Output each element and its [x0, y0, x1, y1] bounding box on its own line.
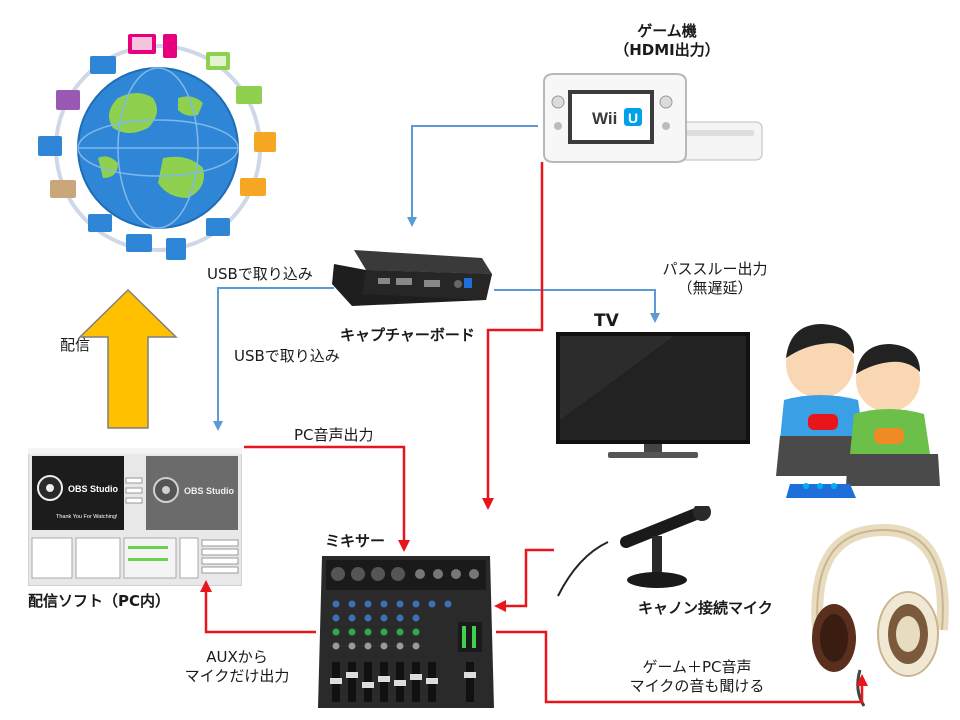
- monitor-label: ゲーム＋PC音声 マイクの音も聞ける: [612, 658, 782, 696]
- game-console-icon: Wii U: [543, 73, 763, 163]
- wire-pc-to-mixer: [244, 445, 410, 552]
- obs-preview-name: OBS Studio: [68, 484, 118, 494]
- streaming-software-label: 配信ソフト（PC内）: [28, 592, 171, 610]
- tv-icon: [556, 332, 750, 458]
- audio-mixer-icon: [318, 556, 494, 708]
- wire-mixer-to-headphones: [496, 630, 868, 704]
- tv-label: TV: [594, 311, 619, 331]
- wire-console-to-mixer: [482, 162, 544, 510]
- obs-program-name: OBS Studio: [184, 486, 234, 496]
- wire-mixer-aux-to-pc: [200, 580, 316, 634]
- passthrough-label: パススルー出力 （無遅延）: [650, 260, 780, 298]
- console-brand-text: Wii: [592, 109, 617, 128]
- pc-audio-out-label: PC音声出力: [294, 426, 374, 444]
- broadcast-up-arrow: [78, 288, 178, 429]
- capture-board-label: キャプチャーボード: [340, 326, 475, 344]
- internet-globe-icon: [38, 34, 276, 260]
- wire-capture-to-tv: [494, 289, 660, 323]
- console-brand-u-text: U: [628, 110, 638, 126]
- wire-console-to-capture: [407, 125, 538, 227]
- game-console-label-line1: ゲーム機: [637, 22, 697, 40]
- aux-out-label-line1: AUXから: [206, 648, 268, 666]
- monitor-label-line2: マイクの音も聞ける: [629, 677, 765, 695]
- capture-board-icon: [332, 250, 492, 306]
- usb-capture-label-top: USBで取り込み: [207, 265, 313, 283]
- monitor-label-line1: ゲーム＋PC音声: [642, 658, 752, 676]
- microphone-icon: [557, 506, 711, 597]
- kids-playing-icon: [776, 324, 940, 498]
- broadcast-label: 配信: [60, 336, 91, 354]
- wire-capture-to-pc: [213, 287, 334, 431]
- headphones-icon: [811, 523, 949, 707]
- wire-mic-to-mixer: [494, 548, 554, 612]
- xlr-mic-label: キャノン接続マイク: [638, 599, 773, 617]
- aux-out-label-line2: マイクだけ出力: [184, 667, 290, 685]
- game-console-label-line2: （HDMI出力）: [614, 41, 720, 59]
- obs-software-screenshot: OBS Studio Thank You For Watching! OBS S…: [28, 448, 242, 586]
- aux-out-label: AUXから マイクだけ出力: [172, 648, 302, 686]
- obs-thanks-text: Thank You For Watching!: [56, 514, 118, 520]
- mixer-label: ミキサー: [325, 532, 386, 550]
- usb-capture-label-bottom: USBで取り込み: [234, 347, 340, 365]
- passthrough-label-line2: （無遅延）: [677, 279, 753, 297]
- game-console-label: ゲーム機 （HDMI出力）: [612, 22, 722, 60]
- passthrough-label-line1: パススルー出力: [662, 260, 768, 278]
